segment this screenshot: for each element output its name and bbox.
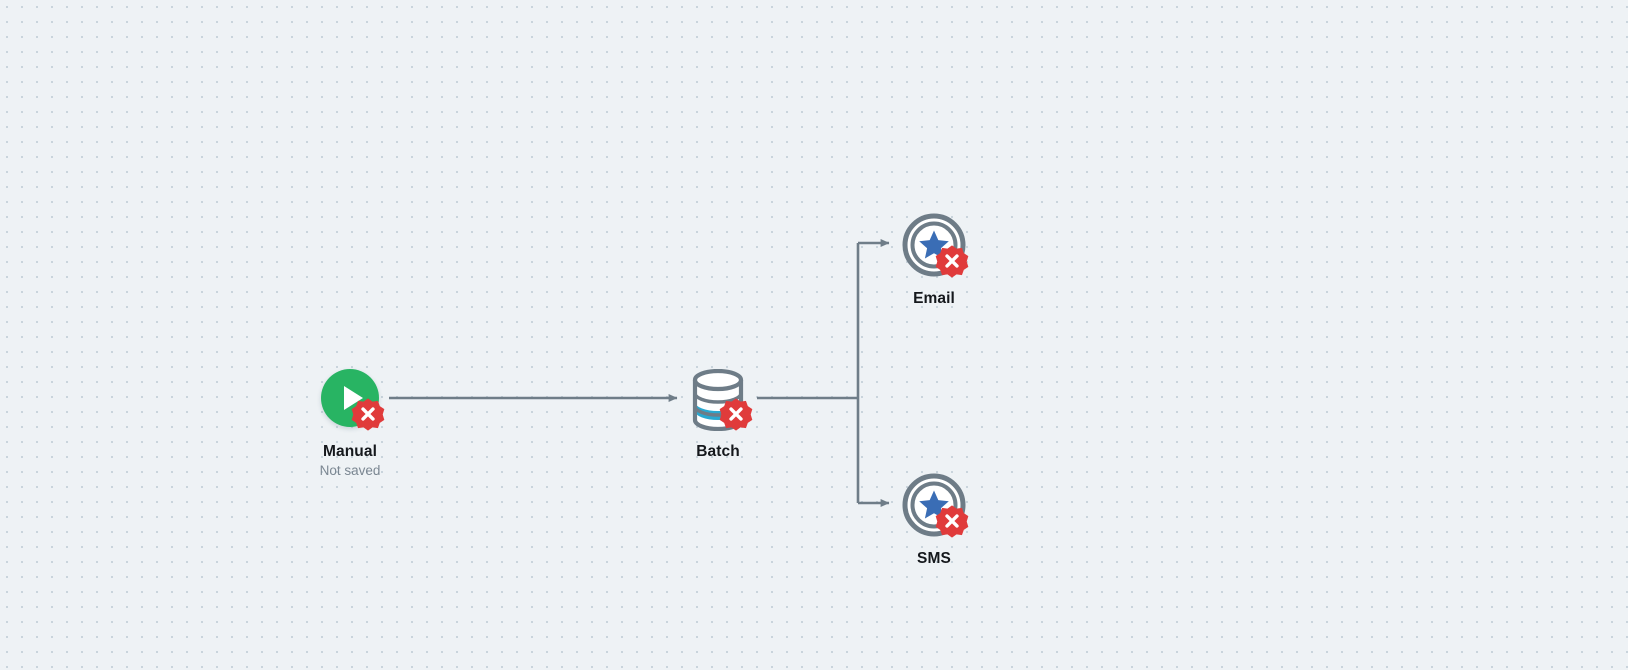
error-badge-icon[interactable] <box>351 397 385 431</box>
node-email-icon[interactable] <box>899 210 969 280</box>
node-manual-icon[interactable] <box>315 363 385 433</box>
error-badge-icon[interactable] <box>935 504 969 538</box>
node-email[interactable]: Email <box>864 210 1004 309</box>
node-manual[interactable]: Manual Not saved <box>280 363 420 479</box>
node-sms-icon[interactable] <box>899 470 969 540</box>
node-email-label: Email <box>913 290 955 307</box>
node-batch[interactable]: Batch <box>648 363 788 462</box>
error-badge-icon[interactable] <box>935 244 969 278</box>
node-manual-label: Manual <box>323 443 377 460</box>
node-sms-label: SMS <box>917 550 951 567</box>
node-batch-icon[interactable] <box>683 363 753 433</box>
node-manual-sublabel: Not saved <box>319 463 381 478</box>
node-batch-label: Batch <box>696 443 740 460</box>
node-sms[interactable]: SMS <box>864 470 1004 569</box>
error-badge-icon[interactable] <box>719 397 753 431</box>
